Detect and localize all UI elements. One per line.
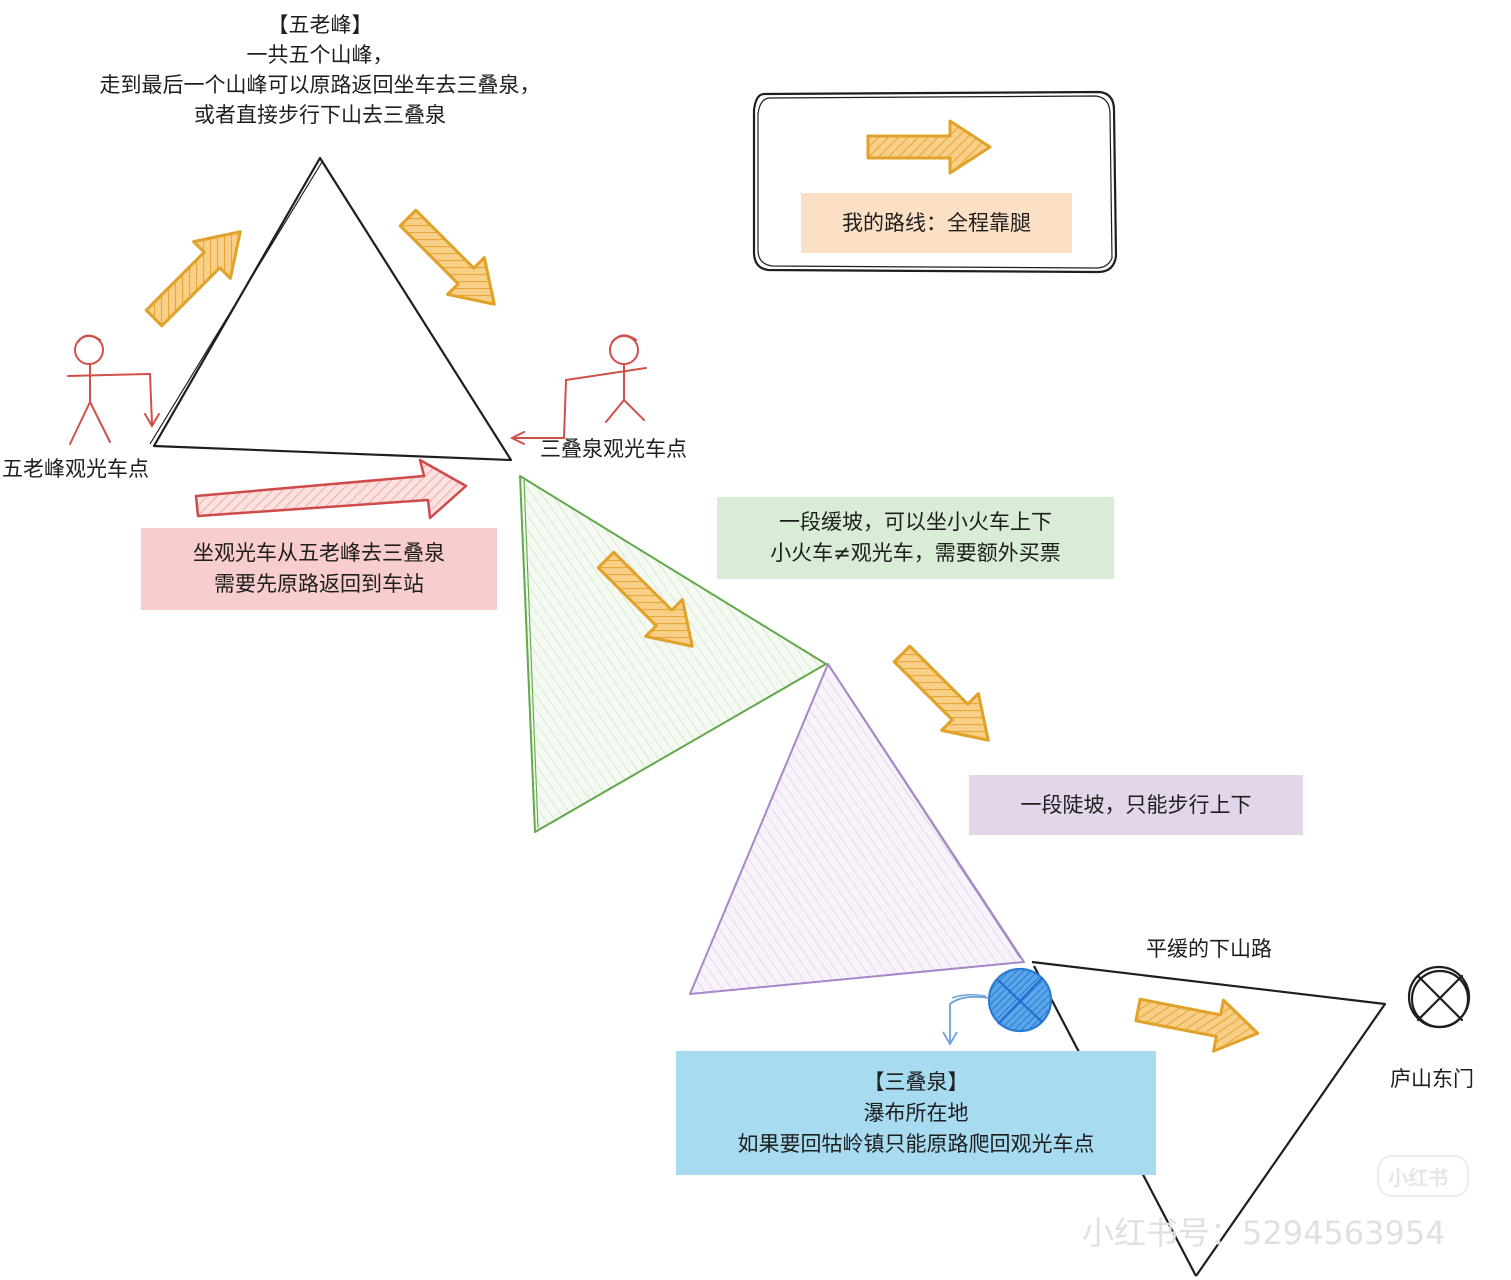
waterfall-note-line: 如果要回牯岭镇只能原路爬回观光车点 <box>737 1131 1095 1156</box>
peak-note-line: 一共五个山峰， <box>246 43 394 67</box>
gentle-slope-note: 一段缓坡，可以坐小火车上下 小火车≠观光车，需要额外买票 <box>717 497 1114 579</box>
station-sandiequan: 三叠泉观光车点 <box>540 437 687 461</box>
peak-note-line: 走到最后一个山峰可以原路返回坐车去三叠泉， <box>99 73 541 97</box>
legend-frame <box>752 90 1118 274</box>
downhill-label: 平缓的下山路 <box>1146 937 1272 961</box>
bus-note-line: 坐观光车从五老峰去三叠泉 <box>193 541 445 565</box>
stick-figure-icon <box>67 334 160 445</box>
waterfall-note-line: 瀑布所在地 <box>863 1100 969 1125</box>
legend-label-text: 我的路线：全程靠腿 <box>842 210 1031 235</box>
waterfall-note: 【三叠泉】 瀑布所在地 如果要回牯岭镇只能原路爬回观光车点 <box>676 1051 1156 1175</box>
route-arrow-icon <box>388 198 515 325</box>
station-wulaofeng: 五老峰观光车点 <box>2 457 149 481</box>
route-arrow-icon <box>882 634 1009 761</box>
bus-note: 坐观光车从五老峰去三叠泉 需要先原路返回到车站 <box>141 528 497 610</box>
peak-note: 【五老峰】 一共五个山峰， 走到最后一个山峰可以原路返回坐车去三叠泉， 或者直接… <box>40 10 600 130</box>
east-gate-x-icon <box>1407 965 1471 1029</box>
legend-label: 我的路线：全程靠腿 <box>801 193 1072 253</box>
gentle-slope-line: 一段缓坡，可以坐小火车上下 <box>779 510 1052 534</box>
peak-note-title: 【五老峰】 <box>267 13 373 37</box>
waterfall-note-title: 【三叠泉】 <box>863 1069 969 1094</box>
bus-note-line: 需要先原路返回到车站 <box>214 572 424 596</box>
watermark-brand: 小红书 <box>1388 1166 1448 1190</box>
bus-route-arrow-icon <box>194 458 468 520</box>
route-arrow-icon <box>134 211 261 338</box>
east-gate-label: 庐山东门 <box>1390 1067 1474 1091</box>
route-arrow-icon <box>1131 982 1265 1061</box>
steep-slope-note: 一段陡坡，只能步行上下 <box>969 775 1303 835</box>
waterfall-marker-icon <box>942 967 1053 1046</box>
steep-slope-mountain <box>689 663 1025 995</box>
gentle-slope-mountain <box>519 475 827 833</box>
gentle-slope-line: 小火车≠观光车，需要额外买票 <box>770 541 1061 565</box>
peak-note-line: 或者直接步行下山去三叠泉 <box>194 103 446 127</box>
steep-slope-line: 一段陡坡，只能步行上下 <box>1020 792 1252 817</box>
stick-figure-icon <box>509 334 647 445</box>
wulaofeng-mountain <box>149 156 513 462</box>
watermark-logo-frame <box>1377 1155 1469 1197</box>
watermark-id: 小红书号：5294563954 <box>1082 1214 1446 1252</box>
